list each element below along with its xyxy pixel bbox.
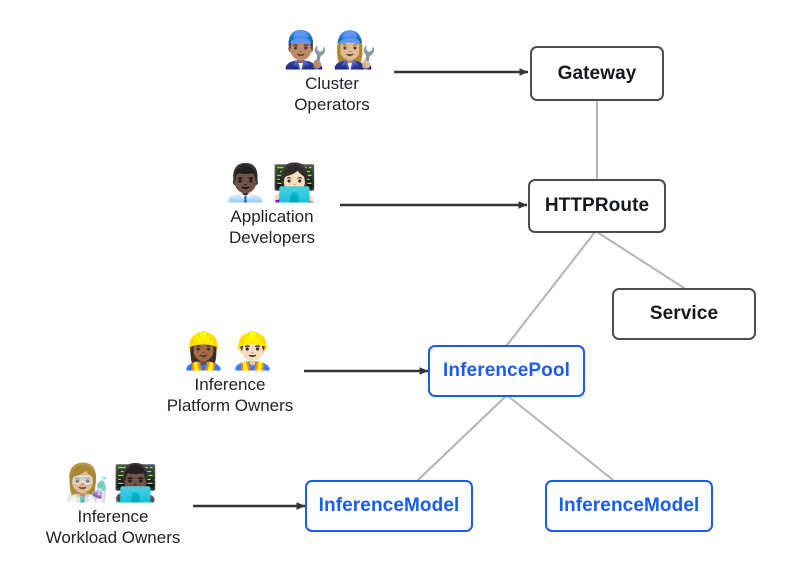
actor-cluster-operators-caption: Cluster Operators [227, 73, 437, 115]
actor-application-developers-caption: Application Developers [167, 206, 377, 248]
scientist-woman-icon: 👩🏼‍🔬 [64, 463, 113, 504]
mechanic-man-icon: 👨🏽‍🔧 [283, 30, 332, 71]
caption-line-2: Workload Owners [45, 528, 181, 547]
caption-line-1: Inference [77, 507, 149, 526]
actor-cluster-operators-icons: 👨🏽‍🔧👩🏼‍🔧 [227, 30, 437, 72]
caption-line-1: Cluster [305, 74, 359, 93]
actor-application-developers: 👨🏿‍💼👩🏻‍💻 Application Developers [167, 163, 377, 248]
node-service-label: Service [649, 303, 719, 324]
mechanic-woman-icon: 👩🏼‍🔧 [332, 30, 381, 71]
caption-line-1: Inference [194, 375, 266, 394]
node-httproute-label: HTTPRoute [544, 195, 650, 216]
actor-inference-platform-owners-caption: Inference Platform Owners [125, 374, 335, 416]
node-gateway[interactable]: Gateway [530, 46, 664, 101]
node-inferencemodel-2[interactable]: InferenceModel [545, 480, 713, 532]
node-inferencemodel-2-label: InferenceModel [558, 495, 700, 516]
actor-inference-workload-owners: 👩🏼‍🔬👨🏿‍💻 Inference Workload Owners [8, 463, 218, 548]
office-worker-man-icon: 👨🏿‍💼 [223, 163, 272, 204]
actor-inference-platform-owners-icons: 👷🏾‍♀️👷🏻‍♂️ [125, 331, 335, 373]
node-httproute[interactable]: HTTPRoute [528, 179, 666, 233]
technologist-woman-icon: 👩🏻‍💻 [272, 163, 321, 204]
edge-inferencepool-model2 [507, 395, 614, 481]
actor-cluster-operators: 👨🏽‍🔧👩🏼‍🔧 Cluster Operators [227, 30, 437, 115]
caption-line-2: Operators [294, 95, 370, 114]
edge-httproute-inferencepool [506, 231, 596, 346]
node-inferencepool-label: InferencePool [443, 360, 570, 381]
node-gateway-label: Gateway [557, 62, 637, 84]
node-service[interactable]: Service [612, 288, 756, 340]
node-inferencepool[interactable]: InferencePool [428, 345, 585, 397]
technologist-man-icon: 👨🏿‍💻 [113, 463, 162, 504]
edge-inferencepool-model1 [417, 395, 507, 481]
caption-line-2: Developers [229, 228, 315, 247]
actor-inference-workload-owners-caption: Inference Workload Owners [8, 506, 218, 548]
actor-application-developers-icons: 👨🏿‍💼👩🏻‍💻 [167, 163, 377, 205]
actor-inference-platform-owners: 👷🏾‍♀️👷🏻‍♂️ Inference Platform Owners [125, 331, 335, 416]
edge-httproute-service [596, 231, 685, 289]
node-inferencemodel-1[interactable]: InferenceModel [305, 480, 473, 532]
actor-inference-workload-owners-icons: 👩🏼‍🔬👨🏿‍💻 [8, 463, 218, 505]
caption-line-1: Application [230, 207, 314, 226]
node-inferencemodel-1-label: InferenceModel [318, 495, 460, 516]
construction-worker-man-icon: 👷🏻‍♂️ [230, 331, 279, 372]
caption-line-2: Platform Owners [166, 396, 294, 415]
construction-worker-woman-icon: 👷🏾‍♀️ [181, 331, 230, 372]
